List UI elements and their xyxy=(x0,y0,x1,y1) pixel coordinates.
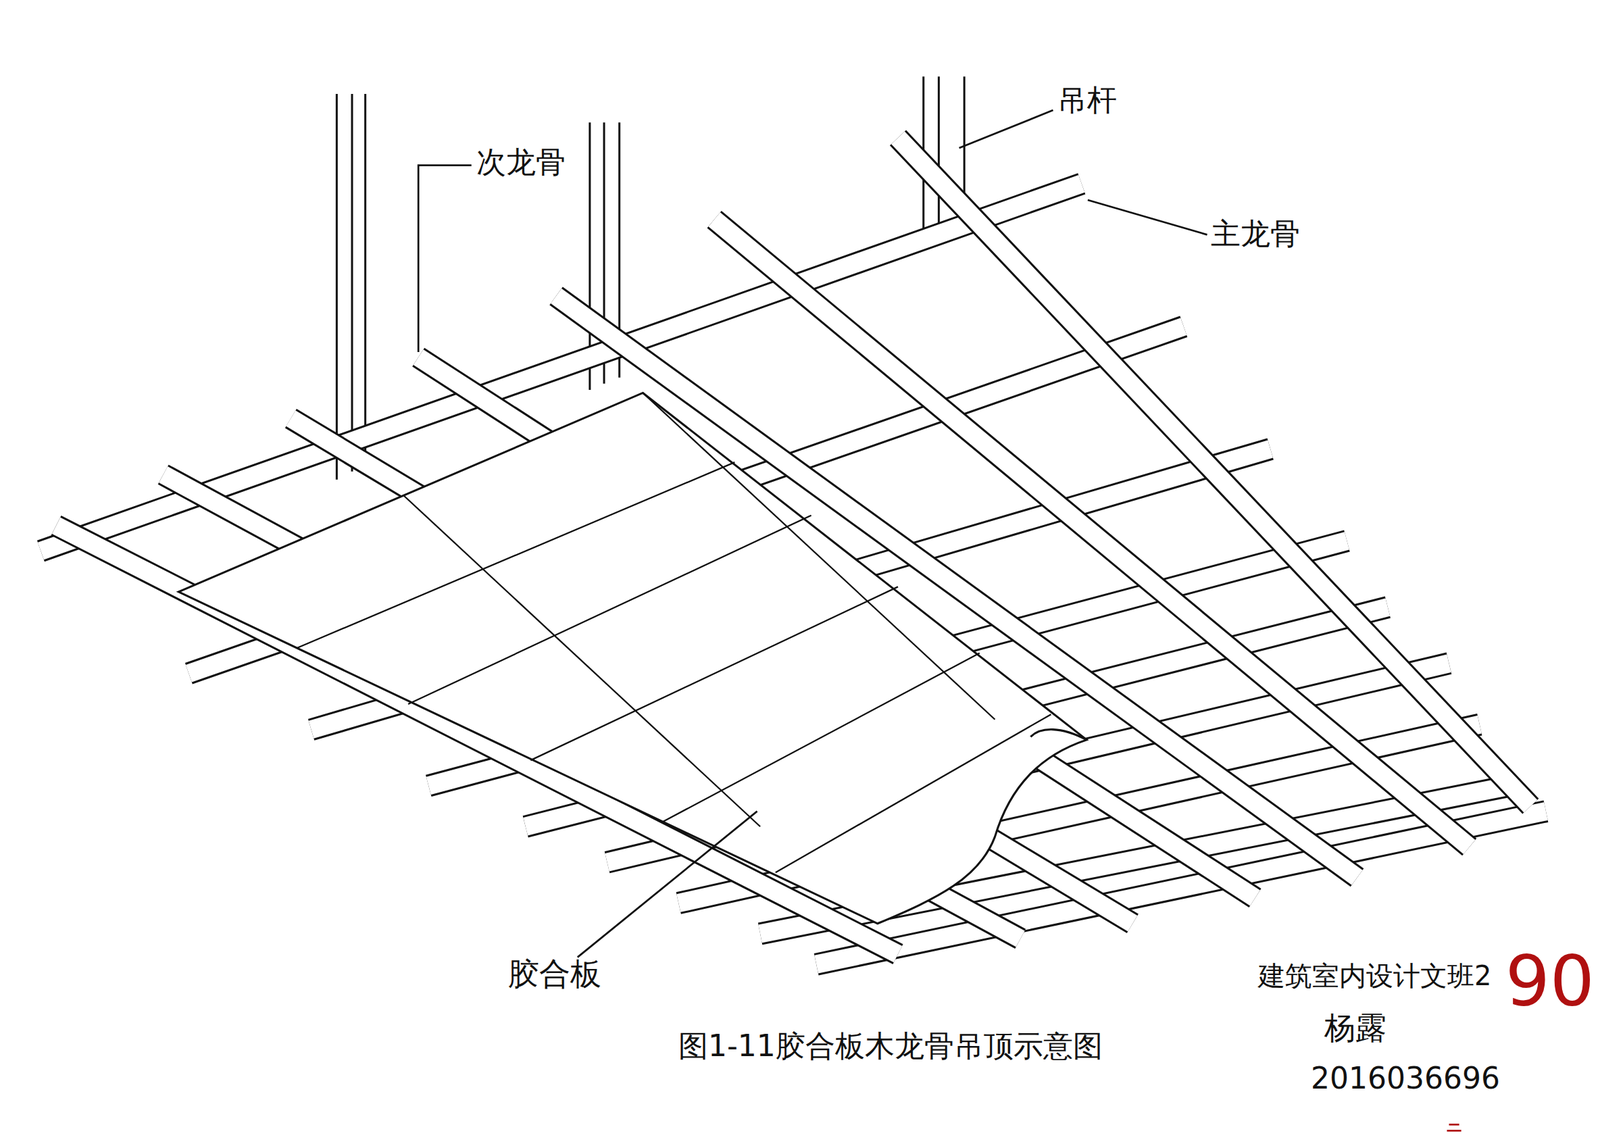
figure-caption: 图1-11胶合板木龙骨吊顶示意图 xyxy=(678,1028,1103,1065)
grade-mark: 90 xyxy=(1505,939,1595,1024)
part-label: 胶合板 xyxy=(508,955,602,993)
author-name: 杨露 xyxy=(1324,1009,1387,1047)
part-label: 次龙骨 xyxy=(476,144,566,181)
student-number: 2016036696 xyxy=(1310,1060,1500,1097)
part-label: 主龙骨 xyxy=(1210,216,1300,253)
secondary-keels xyxy=(56,137,1531,955)
plywood-board xyxy=(178,392,1087,923)
part-label: 吊杆 xyxy=(1057,82,1117,119)
class-note: 建筑室内设计文班2 xyxy=(1258,959,1492,992)
